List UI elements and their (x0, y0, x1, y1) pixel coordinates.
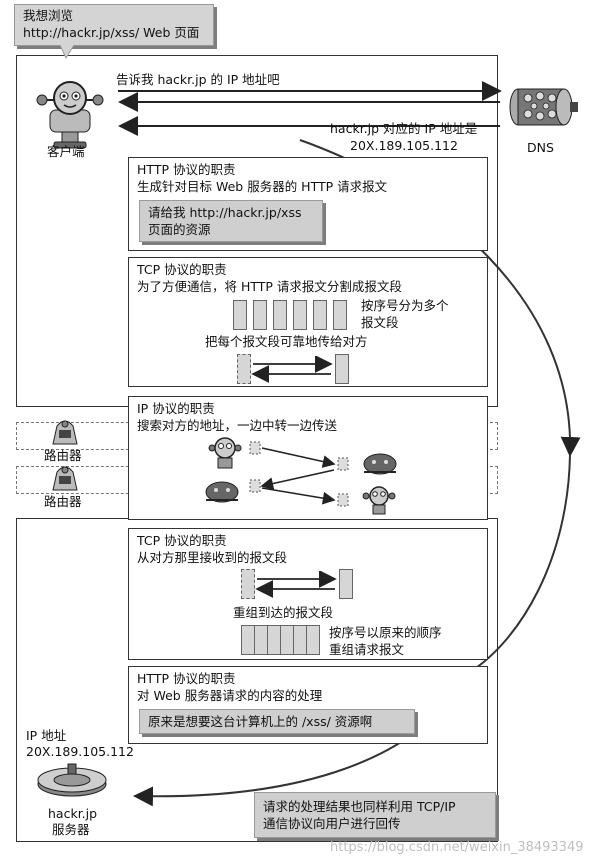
router-icon (52, 466, 78, 491)
segment (280, 625, 294, 655)
http-request-message-line1: 请给我 http://hackr.jp/xss (148, 205, 302, 220)
tcp-server-subtitle: 从对方那里接收到的报文段 (137, 550, 288, 565)
router-icon (52, 420, 78, 445)
server-name-line2: 服务器 (52, 822, 90, 837)
http-server-message: 原来是想要这台计算机上的 /xss/ 资源啊 (139, 709, 415, 734)
tcp-server-title: TCP 协议的职责 (137, 533, 227, 548)
response-note-line2: 通信协议向用户进行回传 (263, 816, 401, 831)
dns-label: DNS (527, 140, 554, 155)
tcp-transfer-arrows (251, 356, 333, 383)
http-server-title: HTTP 协议的职责 (137, 671, 236, 686)
segment (333, 300, 347, 330)
segment (273, 300, 287, 330)
dns-server-icon (509, 88, 578, 126)
http-request-message: 请给我 http://hackr.jp/xss 页面的资源 (139, 200, 323, 242)
tcp-seq-note-2: 报文段 (361, 315, 399, 330)
top-callout: 我想浏览 http://hackr.jp/xss/ Web 页面 (14, 4, 214, 46)
http-server-panel: HTTP 协议的职责 对 Web 服务器请求的内容的处理 原来是想要这台计算机上… (128, 666, 488, 744)
router-label-1: 路由器 (44, 448, 82, 463)
receiver-segment (335, 354, 349, 384)
segment (254, 625, 268, 655)
http-server-subtitle: 对 Web 服务器请求的内容的处理 (137, 688, 323, 703)
robot-small-icon (362, 486, 396, 515)
receiver-segment (339, 569, 353, 599)
transmission-curve-lower (469, 454, 571, 673)
dns-reply-text-1: hackr.jp 对应的 IP 地址是 (330, 121, 478, 136)
segment (306, 625, 320, 655)
dns-request-text: 告诉我 hackr.jp 的 IP 地址吧 (116, 72, 280, 87)
segment (233, 300, 247, 330)
top-callout-line1: 我想浏览 (23, 8, 74, 23)
client-robot-icon (36, 81, 104, 149)
segment (293, 300, 307, 330)
response-note: 请求的处理结果也同样利用 TCP/IP 通信协议向用户进行回传 (254, 792, 496, 838)
tcp-reassemble-label: 重组到达的报文段 (233, 605, 334, 620)
ip-subtitle: 搜索对方的地址，一边中转一边传送 (137, 418, 338, 433)
robot-small-icon (208, 437, 242, 469)
server-name-line1: hackr.jp (48, 806, 98, 821)
sender-segment (241, 569, 255, 599)
http-client-title: HTTP 协议的职责 (137, 162, 236, 177)
ip-panel: IP 协议的职责 搜索对方的地址，一边中转一边传送 (128, 396, 488, 520)
tcp-client-panel: TCP 协议的职责 为了方便通信，将 HTTP 请求报文分割成报文段 按序号分为… (128, 257, 488, 387)
ip-title: IP 协议的职责 (137, 401, 215, 416)
callout-tail (59, 44, 75, 60)
segment (267, 625, 281, 655)
dns-reply-text-2: 20X.189.105.112 (350, 138, 458, 153)
ip-routing-diagram (205, 437, 397, 515)
segment (293, 625, 307, 655)
tcp-deliver-note: 把每个报文段可靠地传给对方 (205, 334, 368, 349)
segment (253, 300, 267, 330)
beetle-robot-icon (205, 481, 239, 503)
tcp-order-note-1: 按序号以原来的顺序 (329, 625, 442, 640)
tcp-order-note-2: 重组请求报文 (329, 642, 405, 657)
http-client-panel: HTTP 协议的职责 生成针对目标 Web 服务器的 HTTP 请求报文 请给我… (128, 157, 488, 251)
tcp-seq-note-1: 按序号分为多个 (361, 298, 449, 313)
tcp-server-panel: TCP 协议的职责 从对方那里接收到的报文段 重组到达的报文段 按序号以原来的顺… (128, 528, 488, 660)
tcp-client-title: TCP 协议的职责 (137, 262, 227, 277)
sender-segment (237, 354, 251, 384)
client-label: 客户端 (47, 144, 85, 159)
router-label-2: 路由器 (44, 494, 82, 509)
watermark: https://blog.csdn.net/weixin_38493349 (330, 840, 584, 855)
http-client-subtitle: 生成针对目标 Web 服务器的 HTTP 请求报文 (137, 179, 388, 194)
server-icon (37, 763, 107, 797)
http-request-message-line2: 页面的资源 (148, 222, 211, 237)
beetle-robot-icon (363, 453, 397, 475)
response-note-line1: 请求的处理结果也同样利用 TCP/IP (263, 799, 456, 814)
segment (313, 300, 327, 330)
tcp-client-subtitle: 为了方便通信，将 HTTP 请求报文分割成报文段 (137, 279, 402, 294)
tcp-receive-arrows (255, 571, 337, 598)
top-callout-line2: http://hackr.jp/xss/ Web 页面 (23, 25, 200, 40)
server-ip-label: IP 地址 (26, 728, 67, 743)
server-ip-value: 20X.189.105.112 (26, 744, 134, 759)
segment (241, 625, 255, 655)
